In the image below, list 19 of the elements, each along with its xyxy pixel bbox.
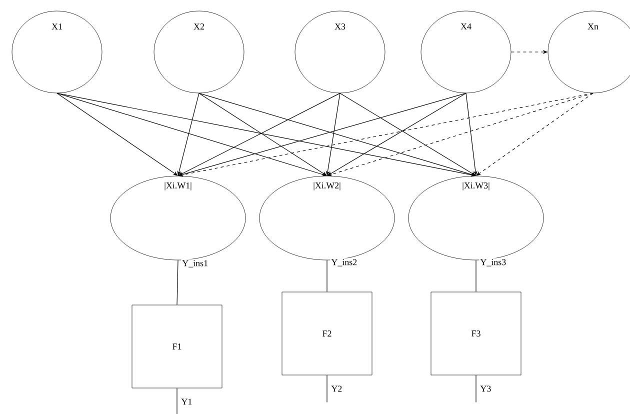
arrow bbox=[198, 92, 327, 176]
function-box: F3 bbox=[430, 292, 522, 376]
edge-label: Y_ins3 bbox=[479, 258, 508, 268]
connector-line bbox=[176, 388, 178, 414]
connector-line bbox=[326, 260, 328, 292]
edge-label: Y1 bbox=[180, 398, 194, 406]
edge-label: Y2 bbox=[330, 384, 344, 393]
arrow bbox=[476, 92, 594, 176]
arrow bbox=[327, 92, 594, 176]
arrow bbox=[56, 92, 327, 176]
arrow bbox=[178, 92, 340, 176]
arrow bbox=[56, 92, 178, 176]
edge-label: Y_ins2 bbox=[330, 258, 358, 268]
connector-line bbox=[176, 260, 178, 306]
edge-label: Y_ins1 bbox=[181, 259, 210, 268]
function-box: F1 bbox=[132, 304, 222, 388]
edge-label: Y3 bbox=[479, 384, 492, 393]
function-box: F2 bbox=[282, 292, 372, 376]
connector-line bbox=[326, 374, 328, 402]
